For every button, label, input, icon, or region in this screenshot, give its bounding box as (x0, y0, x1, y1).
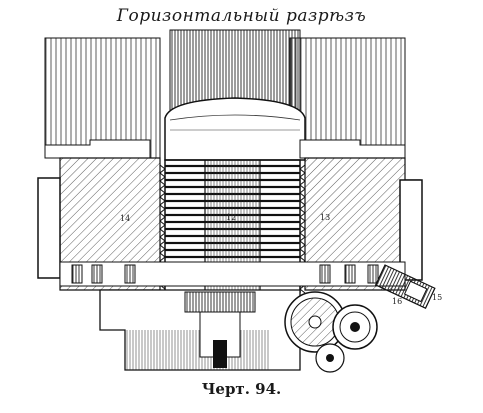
label-gear-right: 16 (392, 297, 402, 306)
pinion-assembly (374, 264, 436, 309)
figure-caption: Черт. 94. (201, 380, 282, 398)
label-center-column: 12 (226, 213, 236, 222)
left-wall (44, 37, 161, 159)
right-shoulder (299, 139, 406, 159)
label-right-block: 13 (320, 213, 330, 222)
figure-title: Горизонтальный разрѣзъ (116, 6, 367, 26)
label-left-block: 14 (120, 214, 130, 223)
dome-cap (164, 97, 306, 161)
central-column (169, 29, 301, 111)
left-flange (37, 177, 61, 279)
small-gear (332, 304, 378, 350)
large-gear (284, 291, 346, 353)
base-bolts (71, 264, 379, 284)
lower-gear (315, 343, 345, 373)
label-pinion-tag: 15 (432, 293, 442, 302)
